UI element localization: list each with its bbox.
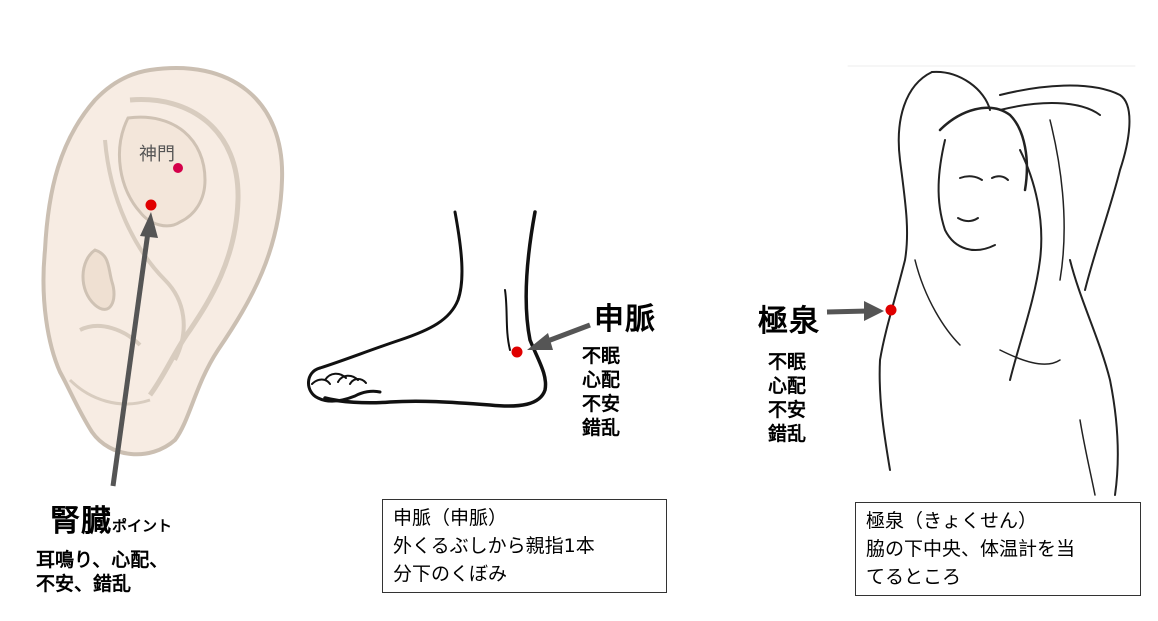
- kyokusen-effects: 不眠 心配 不安 錯乱: [768, 350, 806, 446]
- shinmon-label: 神門: [139, 144, 175, 165]
- kidney-point-name: 腎臓: [50, 504, 112, 539]
- description-line: 外くるぶしから親指1本: [393, 535, 595, 557]
- kyokusen-description-box: 極泉（きょくせん） 脇の下中央、体温計を当 てるところ: [855, 502, 1141, 596]
- shinmyaku-effects: 不眠 心配 不安 錯乱: [582, 344, 620, 440]
- effect-item: 心配: [768, 375, 807, 397]
- effect-item: 不安: [768, 399, 807, 421]
- kyokusen-title: 極泉: [758, 304, 820, 339]
- shinmyaku-title: 申脈: [594, 302, 656, 337]
- shinmyaku-point: [511, 346, 523, 358]
- shinmyaku-description-box: 申脈（申脈） 外くるぶしから親指1本 分下のくぼみ: [382, 499, 667, 593]
- woman-illustration: [847, 65, 1136, 496]
- description-line: 極泉（きょくせん）: [866, 510, 1038, 532]
- effect-item: 錯乱: [768, 423, 807, 445]
- kidney-point-suffix: ポイント: [112, 517, 173, 535]
- shinmon-point: [173, 163, 183, 173]
- description-line: 脇の下中央、体温計を当: [866, 538, 1076, 560]
- kidney-effects: 耳鳴り、心配、 不安、錯乱: [36, 548, 168, 596]
- description-line: 申脈（申脈）: [393, 507, 508, 529]
- kidney-effects-line: 不安、錯乱: [36, 573, 132, 595]
- kidney-effects-line: 耳鳴り、心配、: [36, 549, 169, 571]
- effect-item: 錯乱: [582, 417, 621, 439]
- kidney-point: [145, 199, 157, 211]
- foot-illustration: [307, 210, 548, 408]
- description-line: 分下のくぼみ: [393, 563, 508, 585]
- effect-item: 不安: [582, 393, 621, 415]
- armpit-arrow: [826, 301, 884, 321]
- ear-illustration: [41, 66, 285, 457]
- kyokusen-point: [885, 304, 897, 316]
- ear-arrow: [110, 212, 158, 487]
- effect-item: 不眠: [582, 345, 621, 367]
- description-line: てるところ: [866, 566, 962, 588]
- foot-arrow: [527, 322, 591, 350]
- effect-item: 心配: [582, 369, 621, 391]
- effect-item: 不眠: [768, 351, 807, 373]
- kidney-point-label: 腎臓ポイント: [50, 496, 172, 540]
